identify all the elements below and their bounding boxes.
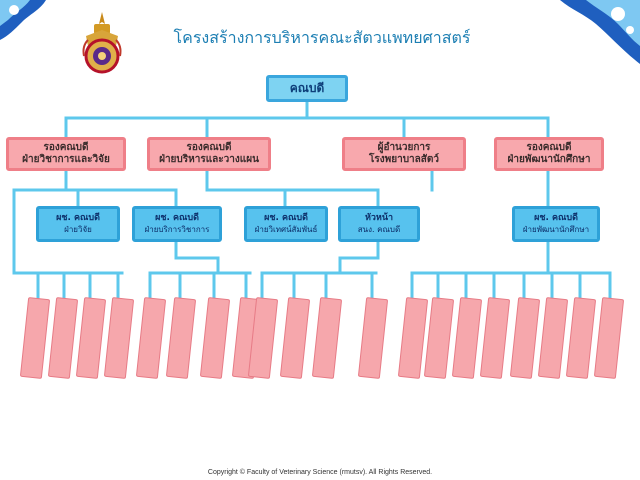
- dean-label: คณบดี: [289, 81, 325, 95]
- assistant-dean-service-box: ผช. คณบดี ฝ่ายบริการวิชาการ: [132, 206, 222, 242]
- dean-office-head-title: หัวหน้า: [364, 213, 394, 224]
- assistant-dean-student-dept: ฝ่ายพัฒนานักศึกษา: [522, 224, 590, 234]
- page-title: โครงสร้างการบริหารคณะสัตวแพทยศาสตร์: [173, 28, 471, 47]
- vice-dean-student-title: รองคณบดี: [526, 141, 572, 153]
- vice-dean-academic-box: รองคณบดี ฝ่ายวิชาการและวิจัย: [6, 137, 126, 171]
- top-right-ornament-icon: [560, 0, 640, 64]
- assistant-dean-international-title: ผช. คณบดี: [264, 213, 308, 224]
- hospital-director-dept: โรงพยาบาลสัตว์: [369, 154, 439, 165]
- vice-dean-admin-box: รองคณบดี ฝ่ายบริหารและวางแผน: [147, 137, 271, 171]
- assistant-dean-service-dept: ฝ่ายบริการวิชาการ: [144, 224, 210, 234]
- dean-office-head-dept: สนง. คณบดี: [357, 224, 401, 234]
- vice-dean-student-dept: ฝ่ายพัฒนานักศึกษา: [507, 154, 591, 165]
- assistant-dean-student-title: ผช. คณบดี: [534, 213, 578, 224]
- assistant-dean-international-dept: ฝ่ายวิเทศน์สัมพันธ์: [254, 224, 318, 234]
- hospital-director-box: ผู้อำนวยการ โรงพยาบาลสัตว์: [342, 137, 466, 171]
- top-left-ornament-icon: [0, 0, 46, 40]
- vice-dean-student-box: รองคณบดี ฝ่ายพัฒนานักศึกษา: [494, 137, 604, 171]
- vice-dean-admin-title: รองคณบดี: [186, 141, 232, 153]
- assistant-dean-research-title: ผช. คณบดี: [56, 213, 100, 224]
- assistant-dean-service-title: ผช. คณบดี: [155, 213, 199, 224]
- dean-office-head-box: หัวหน้า สนง. คณบดี: [338, 206, 420, 242]
- vice-dean-academic-title: รองคณบดี: [43, 141, 89, 153]
- assistant-dean-student-box: ผช. คณบดี ฝ่ายพัฒนานักศึกษา: [512, 206, 600, 242]
- university-seal-icon: [82, 12, 122, 74]
- copyright-footer: Copyright © Faculty of Veterinary Scienc…: [207, 469, 433, 476]
- assistant-dean-research-dept: ฝ่ายวิจัย: [64, 224, 92, 234]
- vice-dean-admin-dept: ฝ่ายบริหารและวางแผน: [159, 154, 259, 165]
- assistant-dean-research-box: ผช. คณบดี ฝ่ายวิจัย: [36, 206, 120, 242]
- hospital-director-title: ผู้อำนวยการ: [377, 141, 431, 153]
- assistant-dean-international-box: ผช. คณบดี ฝ่ายวิเทศน์สัมพันธ์: [244, 206, 328, 242]
- vice-dean-academic-dept: ฝ่ายวิชาการและวิจัย: [22, 154, 110, 165]
- dean-box: คณบดี: [266, 75, 348, 102]
